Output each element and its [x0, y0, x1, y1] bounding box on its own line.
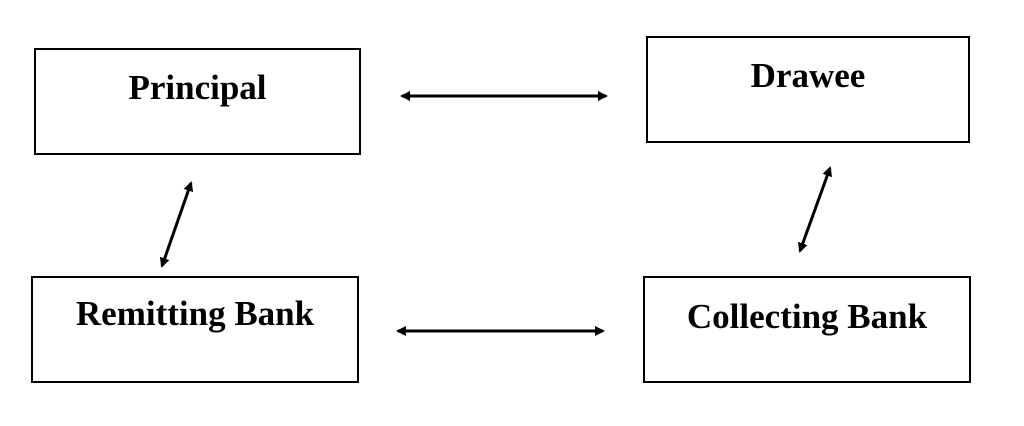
arrow-drawee-collecting: [798, 166, 832, 253]
collecting-bank-box: Collecting Bank: [643, 276, 971, 383]
arrow-principal-remitting: [159, 181, 194, 268]
remitting-bank-box: Remitting Bank: [31, 276, 359, 383]
drawee-label: Drawee: [750, 56, 866, 95]
remitting-bank-label: Remitting Bank: [75, 294, 315, 333]
collecting-bank-label: Collecting Bank: [686, 297, 928, 336]
principal-box: Principal: [34, 48, 361, 155]
drawee-box: Drawee: [646, 36, 970, 143]
principal-label: Principal: [128, 68, 267, 107]
